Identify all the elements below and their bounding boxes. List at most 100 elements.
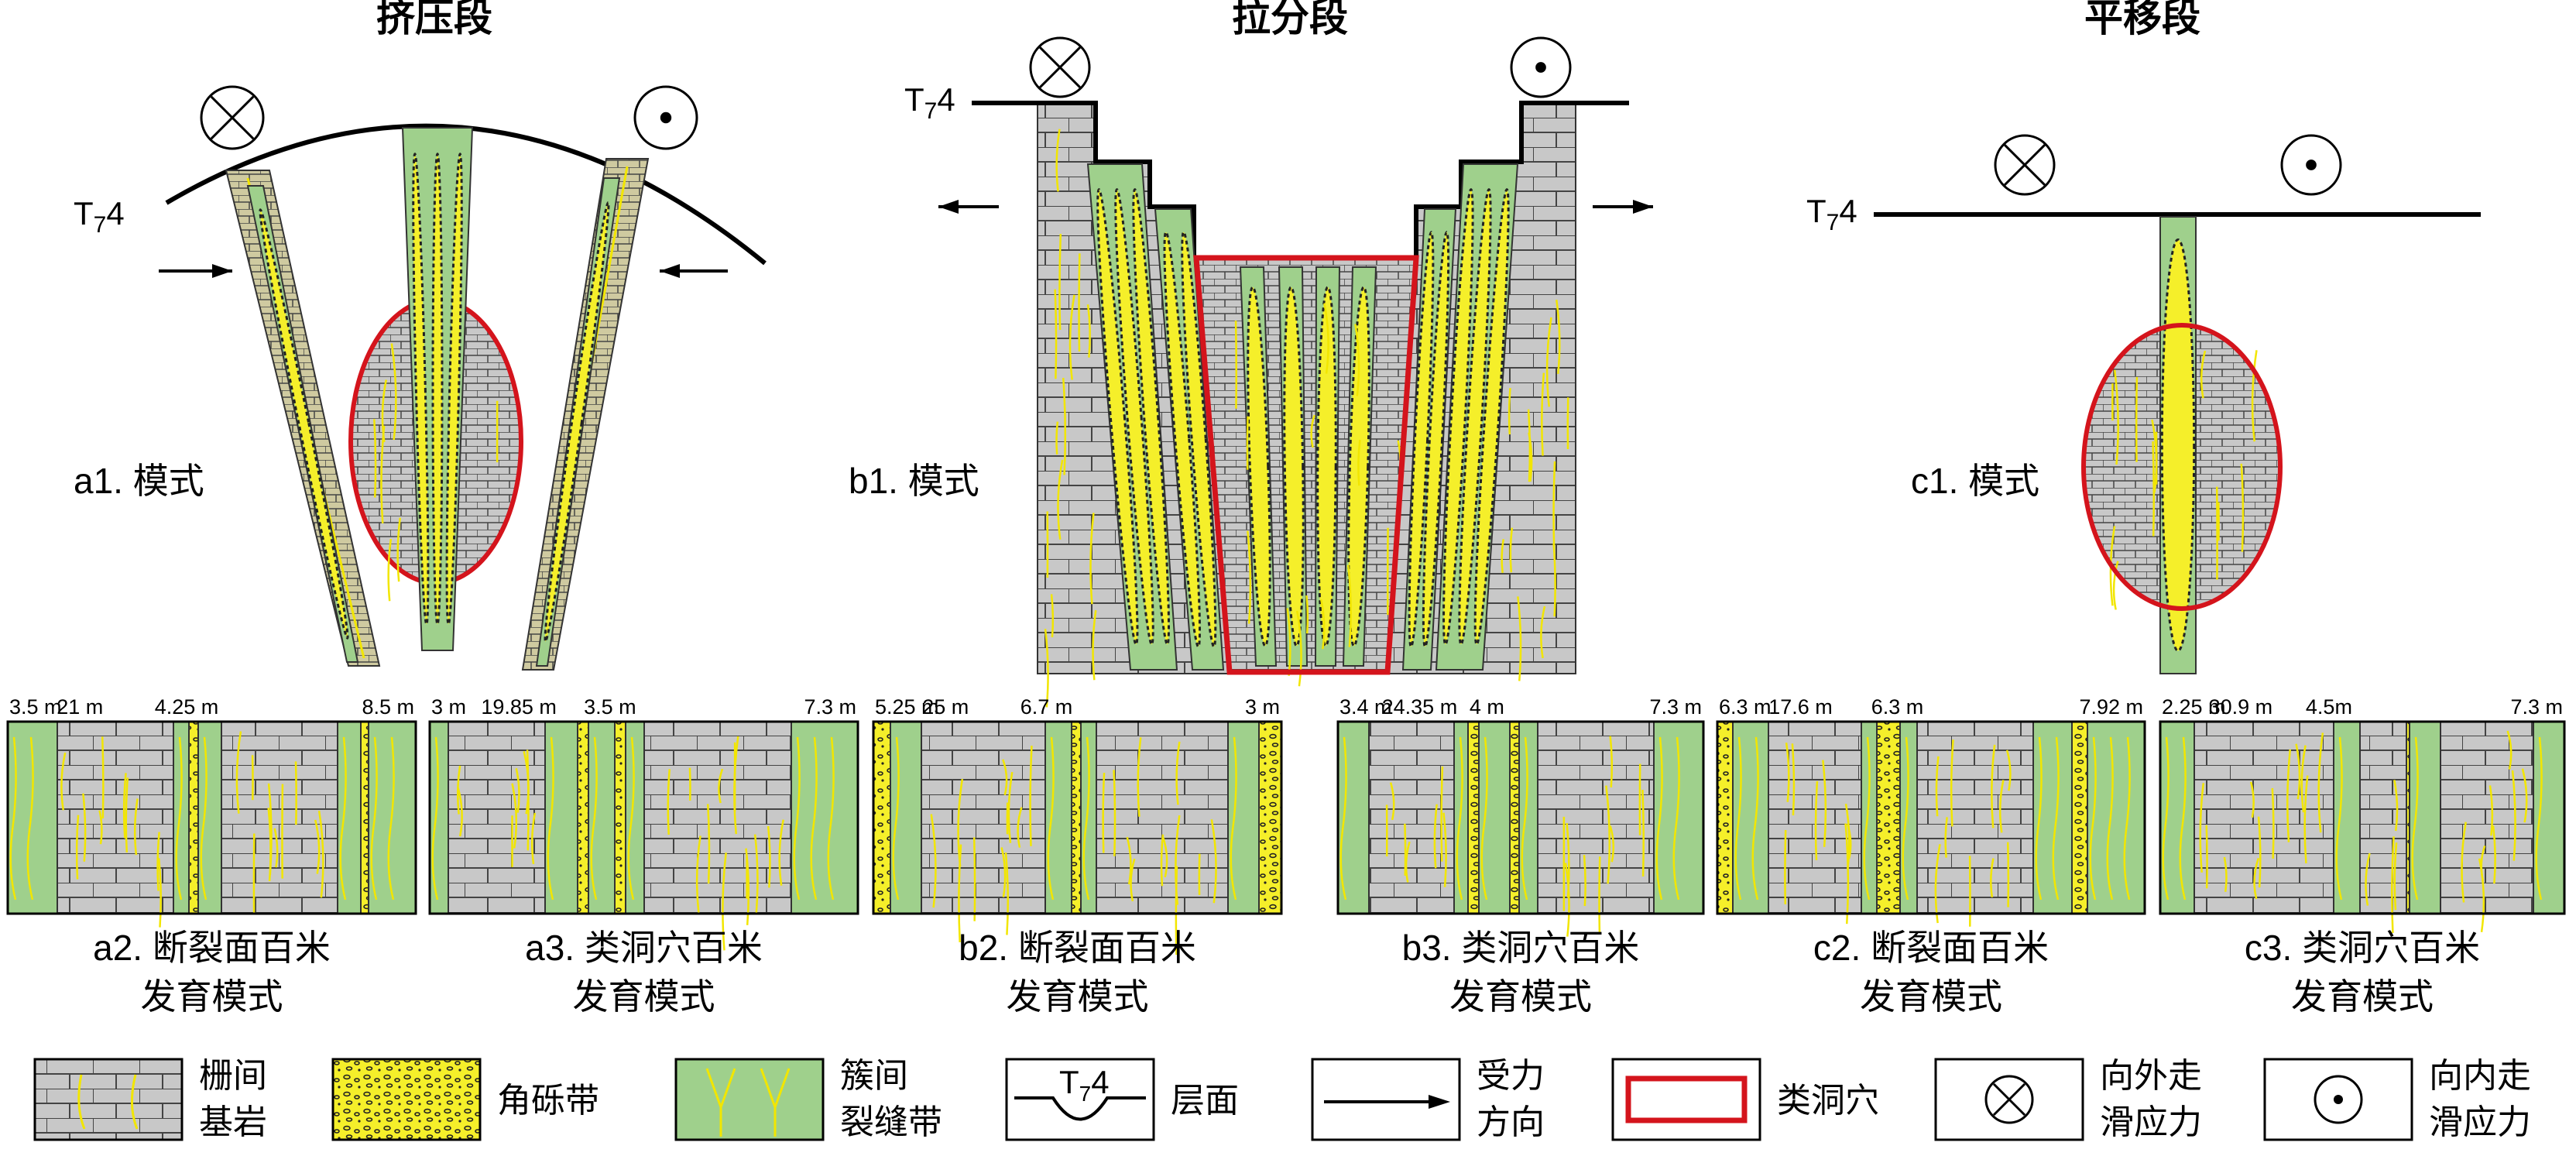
circle-dot-icon	[2280, 134, 2342, 196]
panel-c-title: 平移段	[2084, 0, 2200, 39]
fracture-line	[2511, 770, 2516, 861]
fracture-line	[1950, 739, 1954, 827]
fracture-line	[1346, 564, 1352, 647]
force-arrow-right	[1593, 200, 1653, 214]
breccia-lens	[1408, 231, 1435, 648]
fracture-line	[156, 832, 160, 891]
x-cross	[2004, 144, 2046, 186]
fracture-line	[1540, 605, 1546, 659]
breccia-column	[2071, 721, 2088, 914]
fracture-zone-column	[2087, 721, 2146, 914]
fracture-line	[1442, 812, 1447, 887]
fracture-line	[2365, 852, 2371, 906]
fracture-line	[157, 858, 162, 928]
dimension-label: 3 m	[1245, 695, 1280, 719]
legend-swatch	[1611, 1058, 1761, 1141]
center-dot	[2306, 160, 2317, 170]
arrow-head	[1633, 200, 1653, 214]
fracture-line	[1102, 772, 1106, 853]
fracture-line	[1230, 736, 1237, 900]
fracture-line	[339, 736, 347, 900]
legend-label: 受力	[1477, 1057, 1545, 1095]
fracture-line	[200, 736, 208, 900]
fracture-line	[133, 798, 139, 856]
fracture-line	[1734, 736, 1742, 900]
fracture-line	[1089, 513, 1095, 605]
breccia-lens	[1132, 188, 1171, 646]
arrow-head	[212, 264, 232, 278]
legend-item-horizon: T74 层面	[1005, 1058, 1239, 1141]
strip-frame	[1336, 720, 1705, 915]
fracture-line	[1552, 461, 1556, 552]
fracture-line	[810, 736, 818, 900]
dimension-label: 5.25 m	[875, 695, 939, 719]
legend-label: 层面	[1171, 1082, 1239, 1120]
breccia-lens	[445, 153, 463, 626]
horizon-label: T74	[1059, 1064, 1110, 1106]
fracture-line	[2391, 836, 2395, 933]
fracture-line	[1086, 304, 1091, 358]
fracture-line	[2303, 775, 2309, 864]
fracture-line	[1527, 409, 1532, 482]
fracture-line	[1246, 416, 1249, 470]
strip-caption: 发育模式	[1007, 976, 1149, 1017]
dimension-label: 17.6 m	[1768, 695, 1833, 719]
fracture-line	[1605, 785, 1611, 884]
fracture-line	[457, 787, 463, 837]
fracture-line	[2251, 350, 2258, 442]
strip-frame	[428, 720, 859, 915]
fracture-line	[77, 1074, 139, 1130]
dimension-label: 21 m	[57, 695, 103, 719]
strip-caption: b2. 断裂面百米	[959, 928, 1196, 968]
center-dot	[660, 111, 672, 124]
fracture-line	[1295, 610, 1302, 687]
fracture-line	[2295, 743, 2301, 800]
fracture-line	[2492, 825, 2496, 884]
fracture-line	[2286, 749, 2291, 842]
legend-label: 滑应力	[2429, 1103, 2531, 1141]
legend-label: 裂缝带	[840, 1103, 942, 1141]
fracture-line	[2478, 858, 2485, 933]
fracture-line	[1564, 863, 1570, 937]
legend-label: 角砾带	[497, 1082, 599, 1120]
fracture-line	[1078, 253, 1081, 352]
fracture-zone-column	[625, 721, 645, 914]
panel-a-title: 挤压段	[376, 0, 492, 39]
fracture-line	[2271, 787, 2275, 859]
fracture-line	[2393, 780, 2399, 832]
fracture-line	[526, 750, 530, 851]
fracture-line	[2317, 732, 2324, 833]
legend-swatch	[33, 1058, 184, 1141]
fracture-line	[827, 736, 835, 900]
fracture-line	[2200, 350, 2207, 399]
fracture-line	[1068, 294, 1075, 380]
fracture-line	[1055, 129, 1061, 192]
bedrock-band	[521, 158, 650, 671]
fracture-line	[2249, 781, 2255, 818]
fracture-line	[1320, 599, 1326, 650]
breccia-lens	[1458, 188, 1492, 646]
arrow-head	[1429, 1095, 1450, 1109]
x-cross	[1039, 46, 1081, 88]
fracture-line	[396, 517, 402, 582]
strip-caption: 发育模式	[1449, 976, 1592, 1017]
dimension-label: 3.5 m	[9, 695, 62, 719]
fracture-line	[175, 736, 183, 900]
bedrock-column	[2359, 721, 2407, 914]
fracture-line	[1990, 858, 1995, 897]
dimension-label: 7.3 m	[804, 695, 856, 719]
breccia-column	[1258, 721, 1282, 914]
fracture-line	[1047, 736, 1055, 900]
dimension-label: 3 m	[431, 695, 466, 719]
breccia-lens	[1247, 286, 1271, 647]
fracture-line	[695, 835, 701, 913]
strip-caption: 发育模式	[573, 976, 715, 1017]
fracture-line	[511, 783, 518, 849]
bedrock-column	[221, 721, 338, 914]
fracture-line	[1113, 770, 1116, 856]
fracture-line	[373, 419, 377, 498]
breccia-lens	[1473, 188, 1510, 646]
